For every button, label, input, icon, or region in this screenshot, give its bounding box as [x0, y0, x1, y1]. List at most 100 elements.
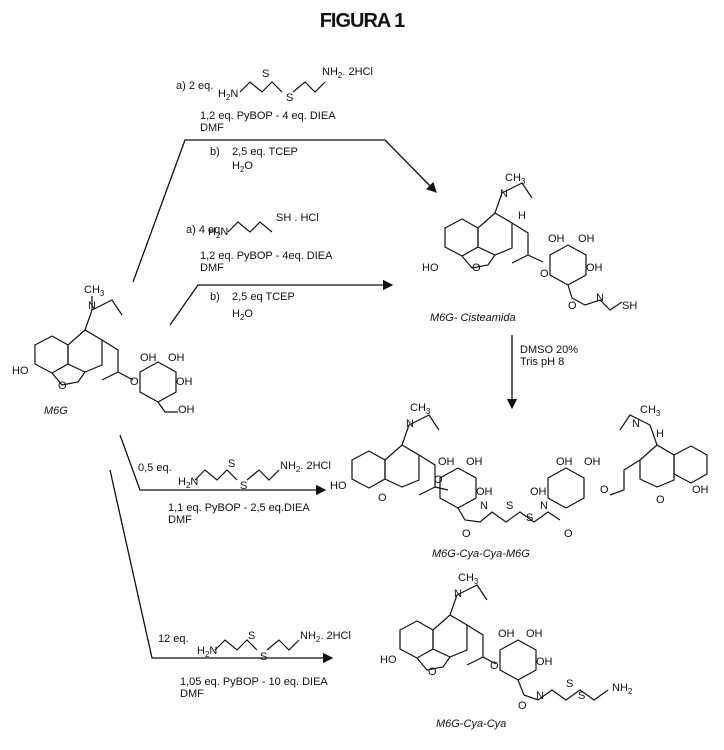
route3-reagent-s2: S	[240, 480, 248, 492]
oxidation-line2: Tris pH 8	[520, 356, 565, 368]
cist-oh2-label: OH	[578, 233, 595, 245]
cyacya-ring-o-label: O	[428, 666, 437, 678]
route2-coupling: 1,2 eq. PyBOP - 4eq. DIEA	[200, 250, 333, 262]
dimer-ho-left-label: HO	[330, 480, 347, 492]
route4-coupling: 1,05 eq. PyBOP - 10 eq. DIEA	[180, 676, 328, 688]
label-cyacya: M6G-Cya-Cya	[436, 718, 507, 730]
dimer-amide-o-left-label: O	[462, 528, 471, 540]
route2-b-solvent: H2O	[232, 308, 253, 323]
m6g-ch3-label: CH3	[84, 284, 105, 299]
dimer-h-right-label: H	[656, 428, 664, 440]
route1-b-solvent: H2O	[232, 160, 253, 175]
cist-sh-label: SH	[622, 300, 638, 312]
dimer-ch3-right-label: CH3	[640, 404, 661, 419]
arrow-route1	[132, 139, 437, 283]
route4-reagent-s1: S	[248, 630, 256, 642]
cyacya-nh-label: N	[536, 690, 544, 702]
cyacya-amide-o-label: O	[518, 700, 527, 712]
route1-coupling: 1,2 eq. PyBOP - 4 eq. DIEA	[200, 110, 336, 122]
route1-reagent-s1: S	[262, 68, 270, 80]
dimer-nh-right-label: N	[540, 500, 548, 512]
cist-oh1-label: OH	[548, 233, 565, 245]
cyacya-ch3-label: CH3	[458, 572, 479, 587]
route3-reagent-s1: S	[228, 458, 236, 470]
m6g-oh2-label: OH	[168, 352, 185, 364]
route4-reagent-s2: S	[260, 651, 268, 663]
arrow-route4	[109, 469, 334, 664]
m6g-ho-label: HO	[12, 365, 29, 377]
figure-title: FIGURA 1	[319, 10, 406, 32]
dimer-oh4-label: OH	[556, 456, 573, 468]
dimer-s1-label: S	[506, 500, 514, 512]
route2-b-reagent: 2,5 eq TCEP	[232, 291, 295, 303]
m6g-glyco-o-label: O	[130, 376, 139, 388]
dimer-glyco-o-right-label: O	[600, 484, 609, 496]
cyacya-oh1-label: OH	[498, 628, 515, 640]
route4-reagent-nh2: NH2. 2HCl	[300, 630, 351, 645]
cisteamida-structure	[444, 182, 623, 311]
arrow-route3	[119, 434, 327, 496]
route2-a-label: a) 4 eq.	[186, 224, 224, 236]
cyacya-glyco-o-label: O	[490, 660, 499, 672]
route3-eq: 0,5 eq.	[138, 462, 172, 474]
route2-b-label: b)	[210, 291, 220, 303]
label-cisteamida: M6G- Cisteamida	[430, 312, 516, 324]
route3-reagent-nh2: NH2. 2HCl	[280, 460, 331, 475]
m6g-n-label: N	[88, 300, 96, 312]
route4-solvent: DMF	[180, 688, 204, 700]
cist-n-label: N	[500, 188, 508, 200]
m6g-acid-oh-label: OH	[178, 404, 195, 416]
route1-b-reagent: 2,5 eq. TCEP	[232, 146, 298, 158]
arrow-route2	[169, 279, 394, 326]
dimer-ch3-left-label: CH3	[410, 402, 431, 417]
reaction-arrows	[109, 139, 518, 664]
dimer-ring-o-right-label: O	[656, 494, 665, 506]
reagent-zigzags	[194, 81, 326, 651]
route3-solvent: DMF	[168, 514, 192, 526]
route4-reagent-amine: H2N	[197, 645, 218, 660]
dimer-oh5-label: OH	[584, 456, 601, 468]
oxidation-line1: DMSO 20%	[520, 344, 579, 356]
cyacya-s1-label: S	[566, 678, 574, 690]
cyacya-nh2-label: NH2	[612, 682, 633, 697]
dimer-oh-right-label: OH	[692, 484, 709, 496]
cyacya-structure	[399, 584, 609, 701]
label-dimer: M6G-Cya-Cya-M6G	[432, 548, 530, 560]
route2-solvent: DMF	[200, 262, 224, 274]
dimer-nh-left-label: N	[480, 500, 488, 512]
m6g-structure	[34, 296, 178, 413]
cyacya-oh2-label: OH	[526, 628, 543, 640]
route4-eq: 12 eq.	[158, 633, 189, 645]
m6g-oh3-label: OH	[176, 376, 193, 388]
route1-b-label: b)	[210, 146, 220, 158]
route1-reagent-nh2: NH2. 2HCl	[322, 66, 373, 81]
cyacya-s2-label: S	[578, 690, 586, 702]
dimer-oh1-label: OH	[438, 456, 455, 468]
cist-ho-label: HO	[422, 262, 439, 274]
route1-reagent-s2: S	[286, 92, 294, 104]
dimer-n-left-label: N	[406, 418, 414, 430]
cyacya-n-label: N	[454, 588, 462, 600]
dimer-glyco-o-left-label: O	[434, 474, 443, 486]
cist-nh-label: N	[596, 292, 604, 304]
route1-solvent: DMF	[200, 122, 224, 134]
cist-glyco-o-label: O	[540, 268, 549, 280]
m6g-oh1-label: OH	[140, 352, 157, 364]
route3-reagent-amine: H2N	[178, 476, 199, 491]
label-m6g: M6G	[44, 405, 68, 417]
dimer-ring-o-left-label: O	[378, 492, 387, 504]
route2-reagent-thiol: SH . HCl	[276, 212, 319, 224]
dimer-structure	[351, 414, 708, 523]
dimer-oh2-label: OH	[466, 456, 483, 468]
cist-amide-o-label: O	[568, 300, 577, 312]
dimer-amide-o-right-label: O	[564, 528, 573, 540]
dimer-s2-label: S	[526, 512, 534, 524]
route3-coupling: 1,1 eq. PyBOP - 2,5 eq.DIEA	[168, 502, 310, 514]
m6g-ring-o-label: O	[58, 380, 67, 392]
dimer-n-right-label: N	[632, 418, 640, 430]
cist-ch3-label: CH3	[505, 172, 526, 187]
route1-a-label: a) 2 eq.	[176, 80, 214, 92]
route1-reagent-amine: H2N	[218, 88, 239, 103]
dimer-oh6-label: OH	[530, 486, 547, 498]
